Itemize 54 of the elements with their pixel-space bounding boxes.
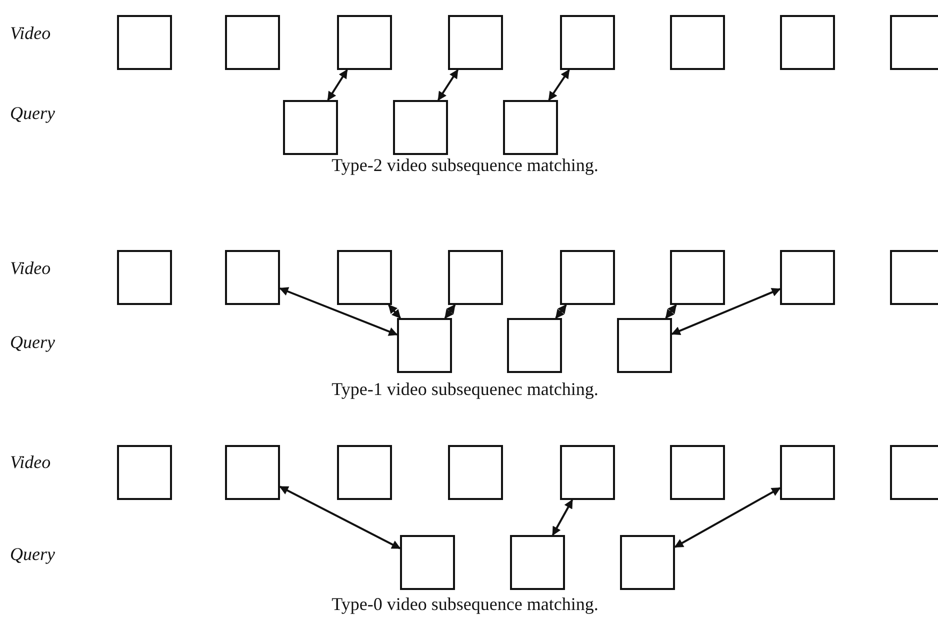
- frame-box: [890, 445, 938, 500]
- frame-box: [670, 15, 725, 70]
- double-arrow: [444, 304, 456, 319]
- double-arrow: [388, 304, 401, 319]
- frame-box: [117, 15, 172, 70]
- frame-box: [337, 250, 392, 305]
- frame-box: [503, 100, 558, 155]
- frame-box: [507, 318, 562, 373]
- row-label: Query: [10, 544, 55, 565]
- row-label: Query: [10, 332, 55, 353]
- double-arrow: [674, 487, 781, 548]
- frame-box: [448, 250, 503, 305]
- frame-box: [448, 15, 503, 70]
- frame-box: [337, 445, 392, 500]
- frame-box: [670, 445, 725, 500]
- frame-box: [780, 15, 835, 70]
- row-label: Video: [10, 452, 51, 473]
- caption: Type-2 video subsequence matching.: [332, 155, 598, 176]
- row-label: Video: [10, 258, 51, 279]
- frame-box: [117, 445, 172, 500]
- frame-box: [670, 250, 725, 305]
- double-arrow: [552, 499, 574, 536]
- double-arrow: [437, 69, 459, 101]
- frame-box: [448, 445, 503, 500]
- double-arrow: [665, 304, 677, 319]
- double-arrow: [279, 486, 401, 550]
- row-label: Query: [10, 103, 55, 124]
- double-arrow: [279, 287, 398, 336]
- frame-box: [620, 535, 675, 590]
- frame-box: [890, 15, 938, 70]
- frame-box: [780, 445, 835, 500]
- caption: Type-1 video subsequenec matching.: [332, 379, 598, 400]
- frame-box: [400, 535, 455, 590]
- frame-box: [397, 318, 452, 373]
- double-arrow: [555, 304, 567, 319]
- frame-box: [510, 535, 565, 590]
- frame-box: [560, 250, 615, 305]
- frame-box: [337, 15, 392, 70]
- frame-box: [617, 318, 672, 373]
- frame-box: [283, 100, 338, 155]
- caption: Type-0 video subsequence matching.: [332, 594, 598, 615]
- double-arrow: [548, 69, 570, 101]
- frame-box: [225, 445, 280, 500]
- frame-box: [225, 250, 280, 305]
- frame-box: [393, 100, 448, 155]
- frame-box: [890, 250, 938, 305]
- frame-box: [560, 445, 615, 500]
- row-label: Video: [10, 23, 51, 44]
- double-arrow: [671, 288, 781, 336]
- frame-box: [560, 15, 615, 70]
- frame-box: [117, 250, 172, 305]
- frame-box: [225, 15, 280, 70]
- frame-box: [780, 250, 835, 305]
- double-arrow: [327, 69, 348, 101]
